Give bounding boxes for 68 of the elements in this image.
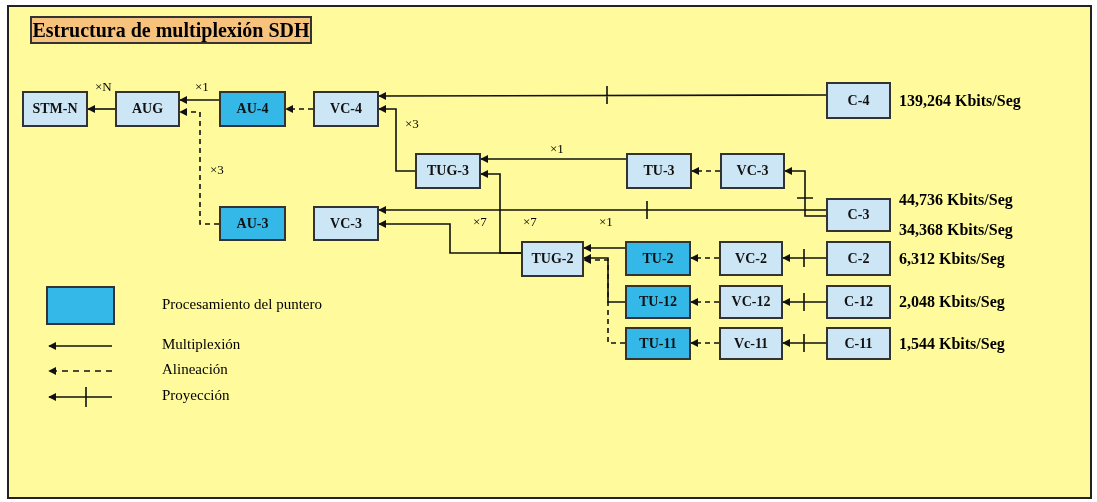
block-label: AUG (131, 101, 164, 117)
arrow (378, 105, 416, 172)
process-box (313, 91, 379, 127)
bit-rate-label: 34,368 Kbits/Seg (899, 220, 1013, 241)
arrow (285, 105, 314, 113)
process-box (719, 241, 783, 276)
legend-label: Multiplexión (162, 336, 241, 353)
block-label: AU-3 (236, 215, 269, 232)
bit-rate-label: 6,312 Kbits/Seg (899, 248, 1005, 270)
block-label: STM-N (32, 101, 78, 117)
arrow (782, 248, 827, 268)
arrow (784, 167, 827, 217)
arrow (179, 96, 220, 104)
arrow (690, 254, 720, 262)
legend-label: Procesamiento del puntero (162, 296, 322, 313)
legend-label: Proyección (162, 387, 230, 404)
block-label: TU-12 (638, 294, 678, 310)
process-box (521, 241, 584, 277)
block-label: TUG-3 (427, 163, 469, 179)
title-banner: Estructura de multiplexión SDH (30, 16, 312, 44)
arrow (378, 220, 522, 254)
block-label: VC-2 (735, 250, 767, 267)
block-label: C-11 (844, 335, 873, 352)
arrow (782, 333, 827, 353)
block-label: AU-4 (236, 101, 269, 117)
legend-label: Alineación (162, 361, 228, 378)
block-label: VC-12 (731, 294, 771, 310)
block-label: TU-3 (643, 163, 675, 179)
block-label: VC-3 (330, 215, 362, 232)
process-box (626, 153, 692, 189)
arrow (378, 85, 827, 105)
block-label: TUG-2 (531, 251, 574, 267)
arrow (690, 298, 720, 306)
block-label: Vc-11 (733, 335, 769, 352)
block-label: TU-11 (639, 335, 677, 352)
process-box (719, 285, 783, 319)
block-label: VC-3 (736, 163, 769, 179)
bit-rate-label: 1,544 Kbits/Seg (899, 333, 1005, 355)
arrow (480, 155, 627, 163)
process-box (415, 153, 481, 189)
process-box (313, 206, 379, 241)
arrow (690, 339, 720, 347)
arrow (179, 108, 220, 225)
block-label: VC-4 (330, 101, 362, 117)
bit-rate-label: 2,048 Kbits/Seg (899, 292, 1005, 313)
pointer-block (625, 327, 691, 360)
process-box (720, 153, 785, 189)
pointer-block (219, 206, 286, 241)
pointer-block (625, 241, 691, 276)
pointer-block (625, 285, 691, 319)
process-box (22, 91, 88, 127)
arrow (691, 167, 721, 175)
pointer-block (219, 91, 286, 127)
block-label: C-12 (844, 294, 873, 310)
arrow (87, 105, 116, 113)
arrow (782, 292, 827, 312)
process-box (719, 327, 783, 360)
bit-rate-label: 139,264 Kbits/Seg (899, 90, 1021, 112)
arrow (583, 254, 626, 303)
process-box (115, 91, 180, 127)
block-label: TU-2 (642, 250, 674, 267)
arrow (583, 244, 626, 252)
block-label: C-3 (847, 207, 870, 223)
arrow (583, 256, 626, 344)
arrow (378, 200, 827, 220)
block-label: C-2 (847, 250, 870, 267)
block-label: C-4 (847, 92, 870, 109)
bit-rate-label: 44,736 Kbits/Seg (899, 190, 1013, 211)
